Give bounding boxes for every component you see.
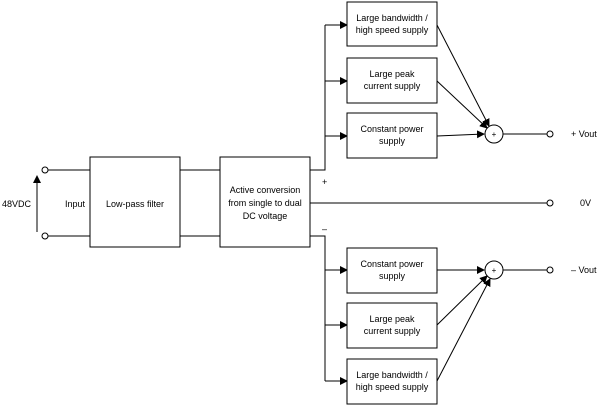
filter-label: Low-pass filter bbox=[106, 199, 164, 209]
top-supply-3-to-summer bbox=[436, 130, 485, 139]
top-supply-constant-power: Constant power supply bbox=[346, 112, 438, 159]
top-supply-2-line-1: Large peak bbox=[369, 69, 415, 79]
zero-volt-label: 0V bbox=[580, 198, 591, 208]
top-supply-3-line-2: supply bbox=[379, 136, 406, 146]
bottom-supply-1-line-2: supply bbox=[379, 271, 406, 281]
bottom-supply-3-line-1: Large bandwidth / bbox=[356, 370, 428, 380]
bottom-supply-2-to-summer bbox=[436, 275, 488, 326]
bottom-supply-2-line-1: Large peak bbox=[369, 314, 415, 324]
bottom-supply-3-to-summer bbox=[436, 278, 491, 382]
bottom-supply-1-line-1: Constant power bbox=[360, 259, 423, 269]
top-summing-junction: + bbox=[484, 124, 504, 144]
input-terminal-top bbox=[41, 166, 49, 174]
bottom-summing-junction: + bbox=[484, 260, 504, 280]
input-section: 48VDC Input bbox=[2, 166, 90, 240]
bottom-summer-plus: + bbox=[492, 266, 497, 275]
top-supply-1-line-1: Large bandwidth / bbox=[356, 13, 428, 23]
input-terminal-bottom bbox=[41, 232, 49, 240]
top-supply-2-line-2: current supply bbox=[364, 81, 421, 91]
top-supply-3-line-1: Constant power bbox=[360, 124, 423, 134]
pos-output-label: + Vout bbox=[571, 129, 597, 139]
minus-polarity-label: – bbox=[322, 224, 327, 234]
converter-label-1: Active conversion bbox=[230, 185, 301, 195]
input-label: Input bbox=[65, 199, 86, 209]
pos-output-terminal bbox=[546, 130, 554, 138]
top-supply-1-line-2: high speed supply bbox=[356, 25, 429, 35]
bottom-supply-large-bandwidth: Large bandwidth / high speed supply bbox=[346, 358, 438, 405]
converter-label-2: from single to dual bbox=[228, 198, 302, 208]
converter-label-3: DC voltage bbox=[243, 211, 288, 221]
positive-bus bbox=[310, 21, 348, 171]
top-supply-large-peak: Large peak current supply bbox=[346, 57, 438, 104]
bottom-supply-large-peak: Large peak current supply bbox=[346, 302, 438, 349]
input-voltage-label: 48VDC bbox=[2, 199, 32, 209]
bottom-supply-3-line-2: high speed supply bbox=[356, 382, 429, 392]
zero-volt-terminal bbox=[546, 199, 554, 207]
top-supply-large-bandwidth: Large bandwidth / high speed supply bbox=[346, 1, 438, 47]
bottom-supply-constant-power: Constant power supply bbox=[346, 247, 438, 294]
top-supply-1-to-summer bbox=[436, 24, 490, 127]
top-supply-2-to-summer bbox=[436, 80, 488, 129]
low-pass-filter-block: Low-pass filter bbox=[89, 156, 181, 248]
negative-bus bbox=[310, 235, 348, 385]
plus-polarity-label: + bbox=[322, 177, 327, 187]
bottom-supply-2-line-2: current supply bbox=[364, 326, 421, 336]
neg-output-terminal bbox=[546, 266, 554, 274]
top-summer-plus: + bbox=[492, 130, 497, 139]
converter-block: Active conversion from single to dual DC… bbox=[219, 156, 311, 248]
neg-output-label: – Vout bbox=[571, 265, 597, 275]
